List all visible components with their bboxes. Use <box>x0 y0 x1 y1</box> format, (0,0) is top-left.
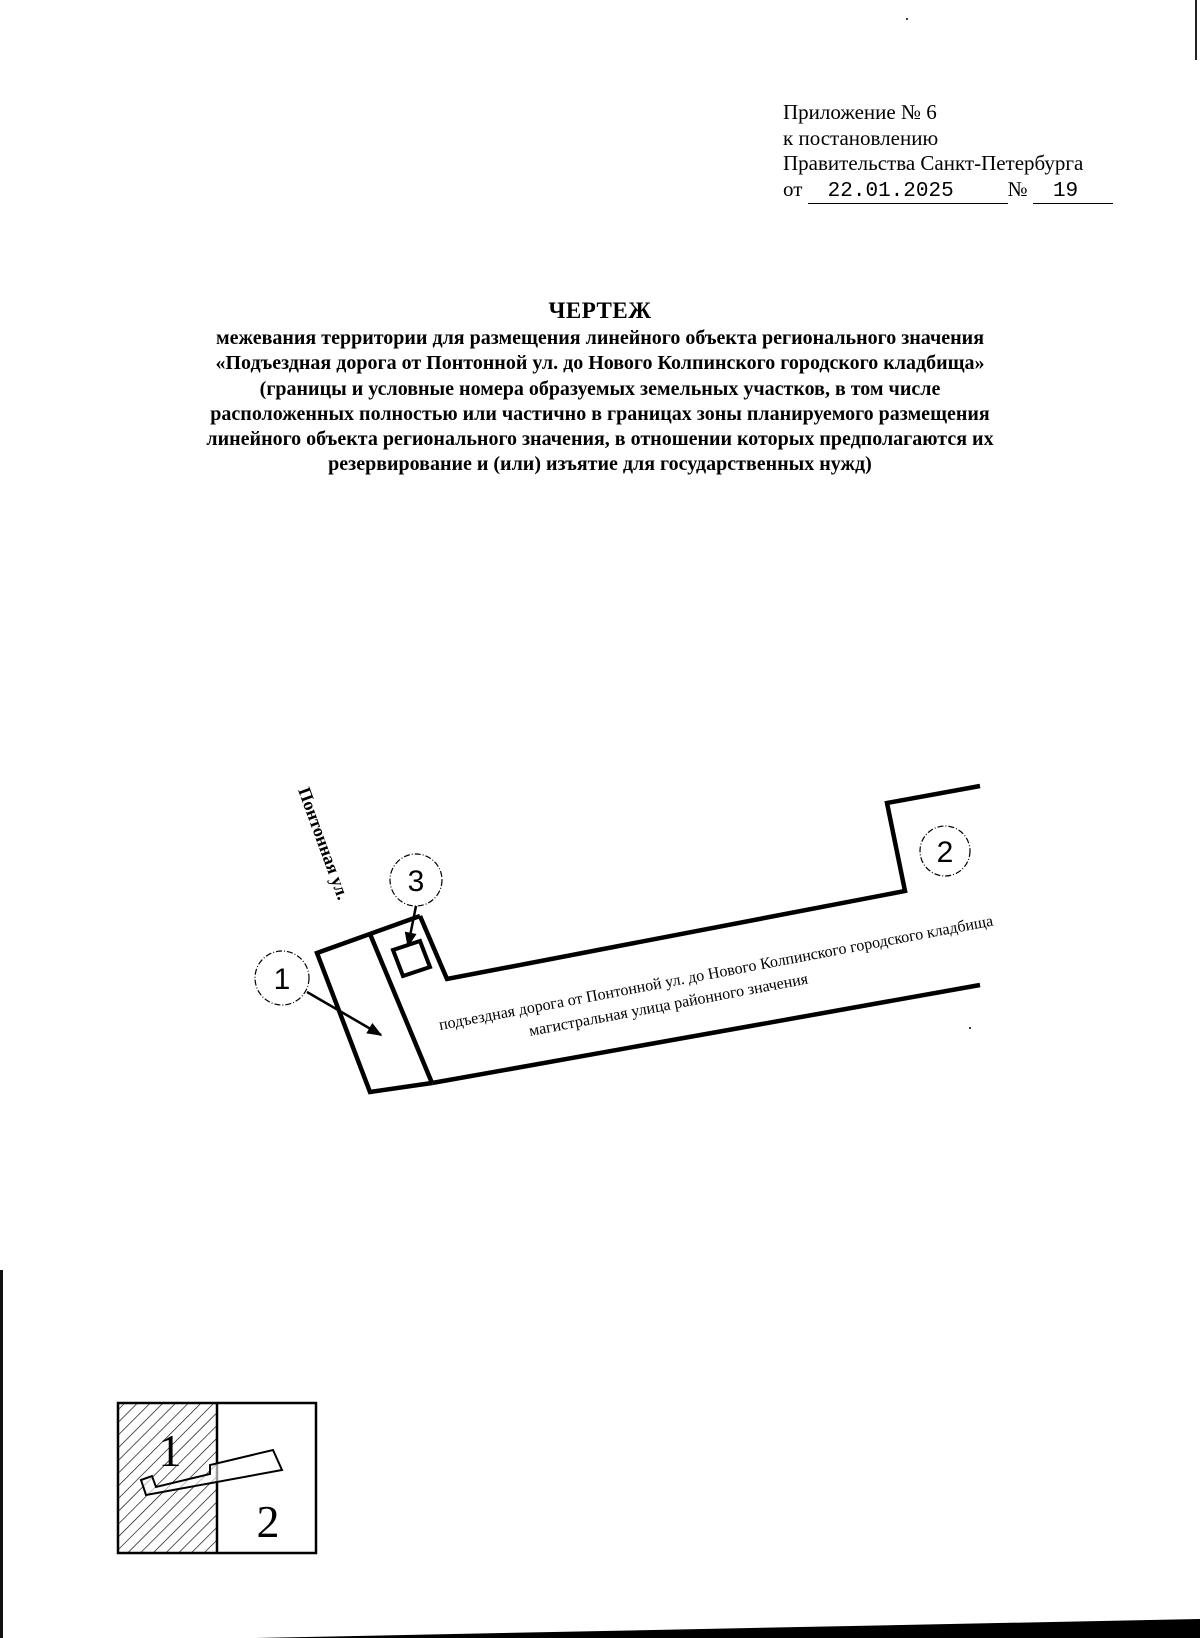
subtitle-line: линейного объекта регионального значения… <box>206 428 994 451</box>
scan-artifact-bottom <box>255 1619 1200 1638</box>
parcel-divider <box>367 933 435 1084</box>
svg-text:3: 3 <box>408 865 425 898</box>
scan-dot <box>906 18 908 20</box>
inset-parcel-outline <box>139 1448 284 1497</box>
subtitle-line: (границы и условные номера образуемых зе… <box>259 377 941 400</box>
appendix-block: Приложение № 6 к постановлению Правитель… <box>783 100 1113 204</box>
document-subtitle: межевания территории для размещения лине… <box>90 326 1110 478</box>
parcel-3-square <box>390 938 433 979</box>
parcel-2-upper-boundary <box>417 783 981 982</box>
scan-artifact-right <box>1195 0 1197 60</box>
sheet-1-label: 1 <box>159 1425 182 1476</box>
svg-text:подъездная дорога от Понтонной: подъездная дорога от Понтонной ул. до Но… <box>438 913 995 1034</box>
appendix-line-1: Приложение № 6 <box>783 100 937 124</box>
callout-1: 1 <box>254 950 383 1037</box>
appendix-line-2: к постановлению <box>783 125 939 150</box>
subtitle-line: межевания территории для размещения лине… <box>215 327 985 349</box>
street-label-pontonnaya: Понтонная ул. <box>294 785 353 903</box>
resolution-number: 19 <box>1032 180 1113 204</box>
number-prefix: № <box>1007 176 1028 201</box>
resolution-date: 22.01.2025 <box>807 180 1008 204</box>
date-prefix: от <box>783 176 803 201</box>
scan-dot <box>969 1027 971 1029</box>
callout-3: 3 <box>389 853 443 948</box>
scan-artifact-left <box>0 1270 3 1638</box>
callout-2: 2 <box>919 825 971 877</box>
svg-text:2: 2 <box>937 836 954 869</box>
subtitle-line: «Подъездная дорога от Понтонной ул. до Н… <box>215 352 985 375</box>
road-label: подъездная дорога от Понтонной ул. до Но… <box>438 913 995 1040</box>
document-heading: ЧЕРТЕЖ межевания территории для размещен… <box>90 296 1110 478</box>
document-title: ЧЕРТЕЖ <box>548 298 652 323</box>
parcel-2-lower-boundary <box>431 982 981 1086</box>
subtitle-line: резервирование и (или) изъятие для госуд… <box>328 453 872 476</box>
parcel-boundaries <box>314 783 981 1095</box>
sheet-2-label: 2 <box>257 1496 280 1547</box>
svg-text:Понтонная ул.: Понтонная ул. <box>294 785 353 903</box>
sheet-index-inset: 1 2 <box>116 1401 318 1555</box>
svg-text:1: 1 <box>274 963 291 996</box>
appendix-line-3: Правительства Санкт-Петербурга <box>783 151 1084 175</box>
parcel-1-outline <box>314 913 433 1095</box>
subtitle-line: расположенных полностью или частично в г… <box>210 402 990 425</box>
